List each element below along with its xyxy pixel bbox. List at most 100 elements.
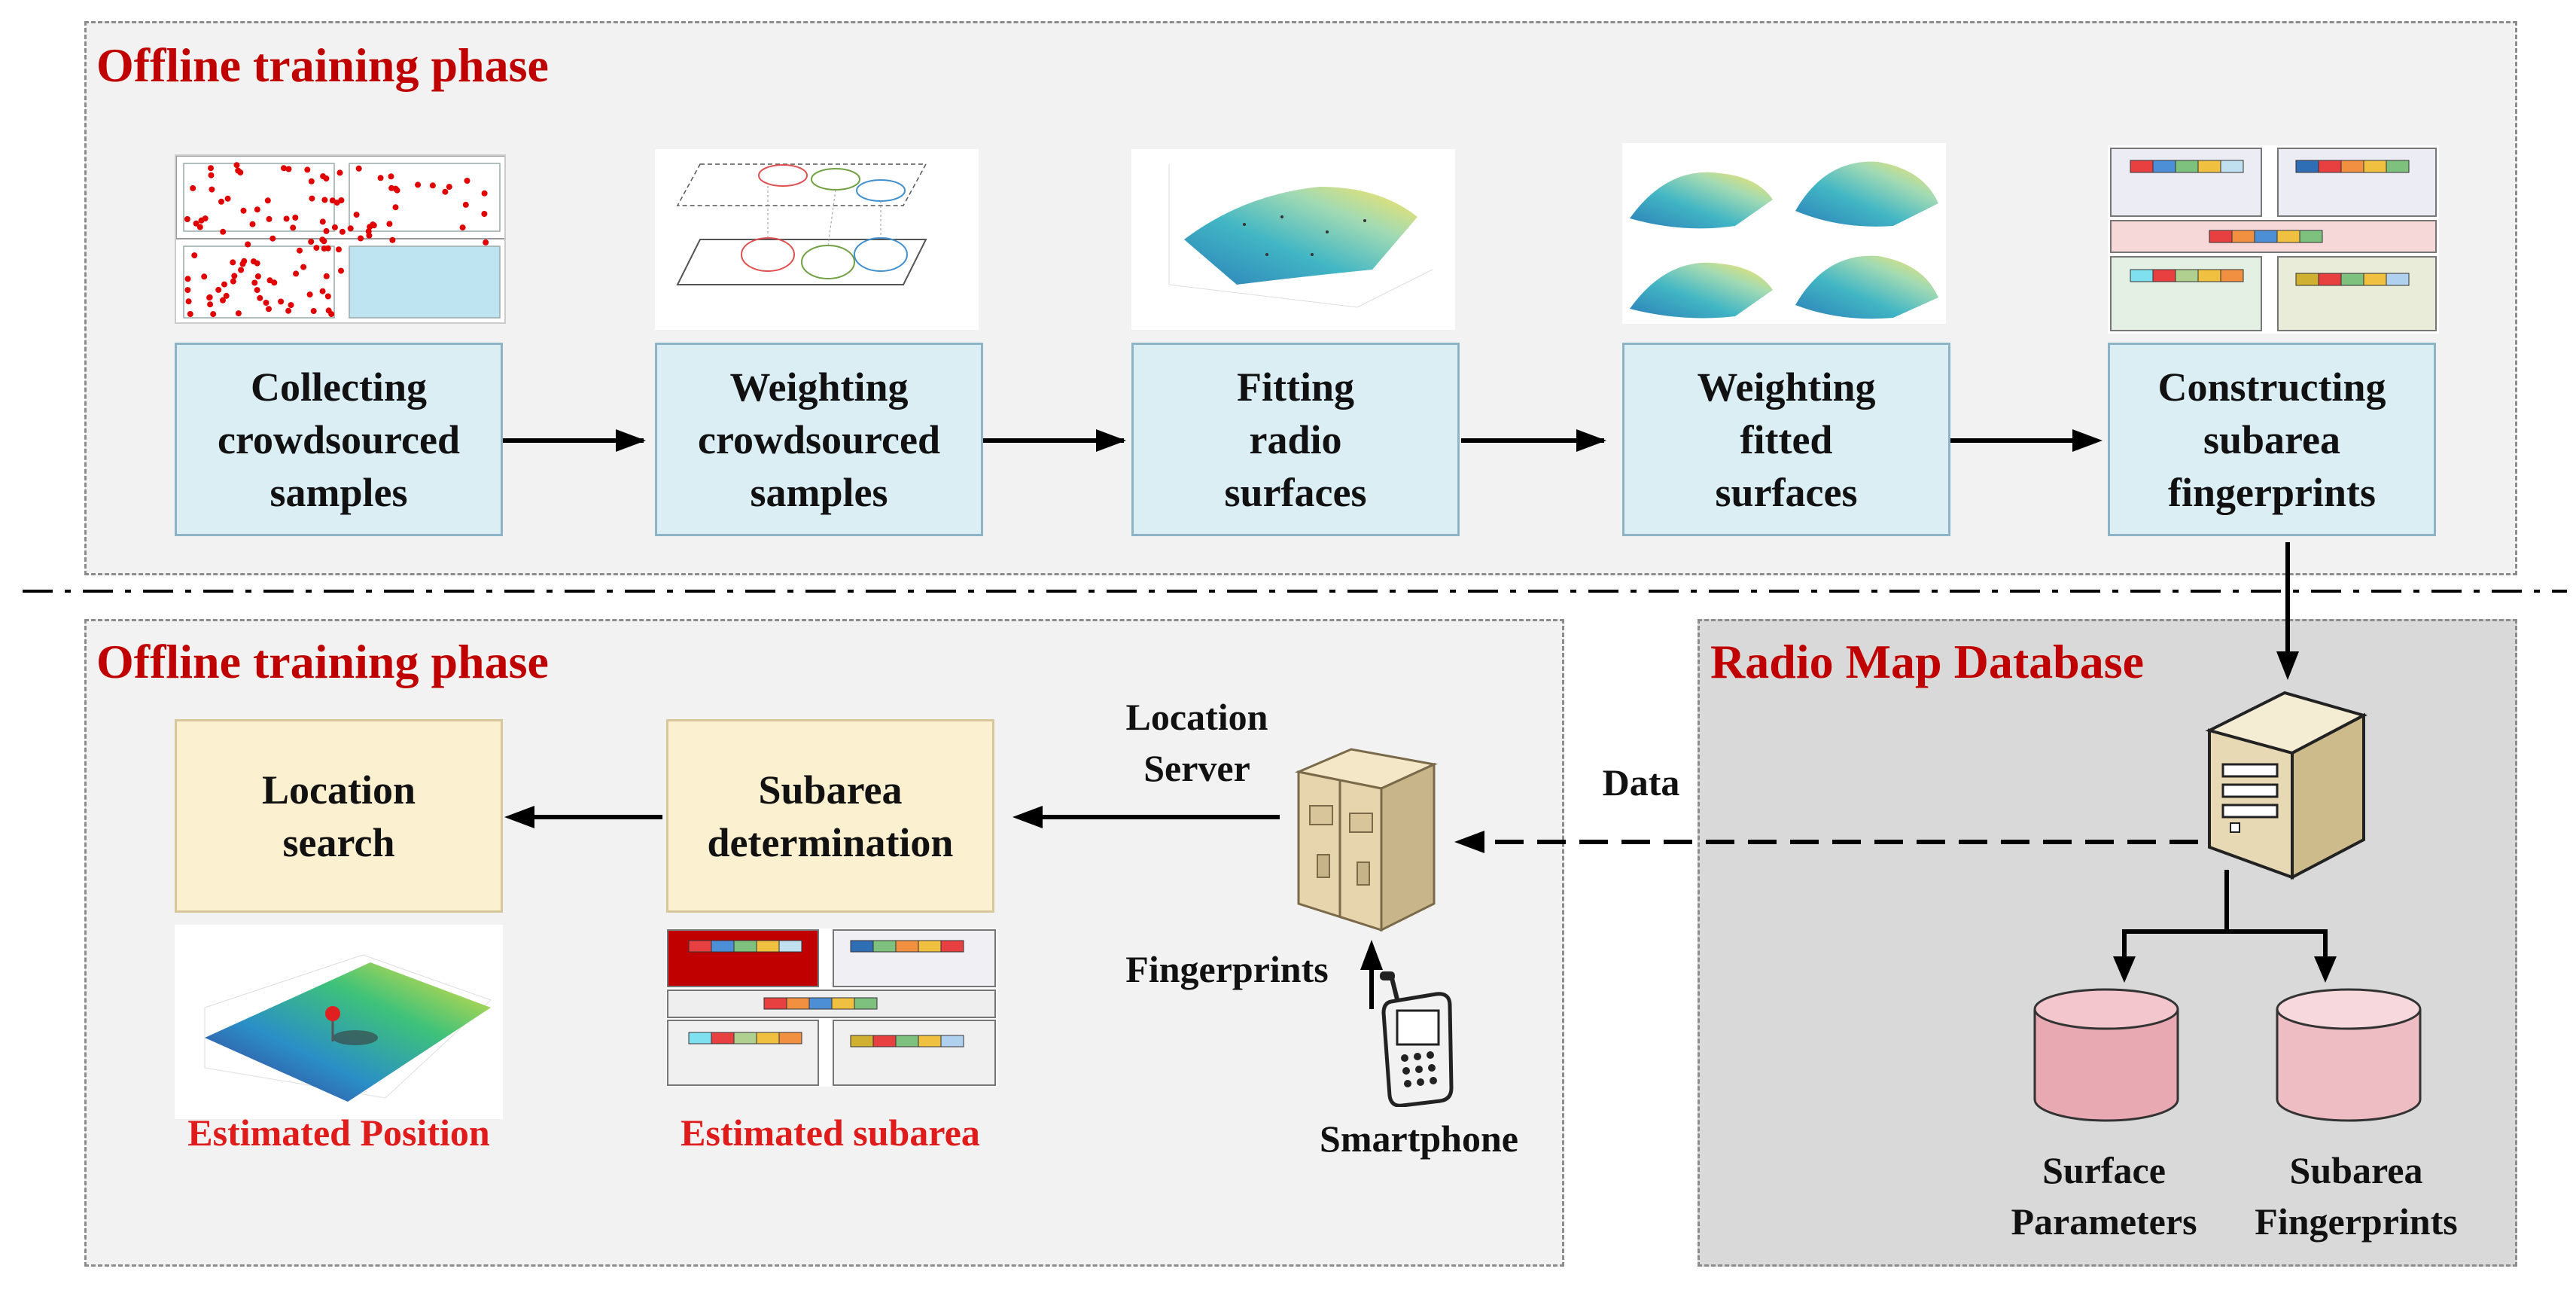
- sample-point: [442, 188, 449, 195]
- db-branch-right: [2227, 929, 2328, 971]
- sample-point: [339, 228, 346, 235]
- sample-point: [320, 173, 327, 180]
- step-4-line3: surfaces: [1715, 469, 1858, 515]
- sample-point: [257, 294, 263, 301]
- step-fitting-surfaces: Fitting radio surfaces: [1131, 343, 1460, 536]
- step-2-line3: samples: [750, 469, 888, 515]
- sample-point: [366, 232, 373, 239]
- surface-parameters-cylinder-icon: [2033, 988, 2179, 1122]
- sample-point: [266, 215, 273, 222]
- step-5-line2: subarea: [2203, 416, 2341, 462]
- sample-point: [190, 184, 196, 191]
- radio-surface-thumbnail: [1131, 149, 1455, 330]
- sample-point: [184, 216, 190, 222]
- step-constructing-fingerprints: Constructing subarea fingerprints: [2108, 343, 2436, 536]
- sample-point: [249, 221, 256, 227]
- step-weighting-samples: Weighting crowdsourced samples: [655, 343, 983, 536]
- sample-point: [201, 273, 208, 280]
- sample-point: [446, 184, 452, 191]
- offline-title: Offline training phase: [96, 38, 549, 92]
- sample-point: [370, 221, 376, 228]
- sample-point: [347, 225, 354, 232]
- sample-point: [392, 204, 399, 211]
- sample-point: [388, 184, 395, 191]
- step-2-line2: crowdsourced: [698, 416, 940, 462]
- database-title: Radio Map Database: [1710, 635, 2145, 688]
- step-3-line2: radio: [1249, 416, 1342, 462]
- sample-point: [245, 241, 251, 248]
- sample-point: [235, 167, 242, 174]
- sample-point: [209, 186, 215, 193]
- sample-point: [328, 311, 335, 318]
- step-3-line3: surfaces: [1224, 469, 1367, 515]
- step-collecting-samples: Collecting crowdsourced samples: [175, 343, 503, 536]
- subarea-fingerprint-thumbnail: [2108, 145, 2439, 334]
- sample-point: [324, 293, 331, 300]
- sample-point: [208, 172, 215, 178]
- weighted-surfaces-thumbnail: [1622, 143, 1946, 324]
- signal-space-thumbnail: [655, 149, 979, 330]
- sample-point: [196, 224, 203, 230]
- location-server-label: Location Server: [1095, 691, 1299, 794]
- sample-point: [185, 298, 192, 305]
- sample-point: [481, 211, 488, 217]
- step-1-line3: samples: [269, 469, 408, 515]
- sample-point: [323, 227, 330, 234]
- sample-point: [278, 298, 285, 305]
- step-2-line1: Weighting: [729, 364, 909, 410]
- sample-point: [230, 259, 236, 266]
- smartphone-label: Smartphone: [1320, 1118, 1518, 1160]
- step-1-line2: crowdsourced: [218, 416, 460, 462]
- location-search-box: Location search: [175, 719, 503, 913]
- location-server-line2: Server: [1143, 747, 1250, 789]
- surface-parameters-line1: Surface: [2042, 1149, 2166, 1191]
- sample-point: [231, 273, 238, 279]
- sample-point: [223, 292, 230, 299]
- sample-point: [292, 215, 299, 221]
- step-4-line1: Weighting: [1697, 364, 1876, 410]
- sample-point: [207, 301, 214, 308]
- sample-point: [394, 187, 400, 194]
- estimated-subarea-thumbnail: [666, 929, 997, 1087]
- sample-point: [293, 270, 300, 277]
- subarea-fingerprints-line2: Fingerprints: [2255, 1200, 2458, 1243]
- subarea-fingerprints-cylinder-icon: [2276, 988, 2422, 1122]
- estimated-subarea-caption: Estimated subarea: [681, 1112, 980, 1154]
- sample-point: [206, 294, 213, 301]
- sample-point: [462, 201, 469, 208]
- sample-point: [308, 178, 315, 184]
- sample-point: [355, 165, 362, 172]
- sample-point: [297, 247, 303, 254]
- sample-point: [187, 311, 193, 317]
- sample-point: [333, 200, 340, 206]
- sample-point: [184, 287, 191, 294]
- sample-point: [285, 307, 292, 314]
- step-3-line1: Fitting: [1237, 364, 1354, 410]
- estimated-position-caption: Estimated Position: [187, 1112, 490, 1154]
- subarea-determination-line1: Subarea: [758, 767, 903, 813]
- sample-point: [218, 198, 224, 205]
- sample-point: [304, 166, 311, 173]
- sample-point: [388, 173, 394, 180]
- sample-point: [269, 235, 276, 242]
- sample-point: [251, 279, 258, 286]
- database-panel: [1698, 619, 2517, 1267]
- sample-point: [254, 206, 260, 213]
- sample-point: [389, 236, 396, 243]
- sample-point: [210, 311, 217, 318]
- sample-point: [319, 288, 326, 294]
- crowdsourced-floorplan-thumbnail: [175, 154, 506, 324]
- sample-point: [281, 165, 287, 172]
- location-search-line2: search: [282, 819, 395, 865]
- sample-point: [329, 197, 336, 204]
- sample-point: [264, 197, 271, 204]
- sample-point: [415, 181, 422, 188]
- sample-point: [481, 190, 488, 197]
- sample-point: [321, 197, 328, 203]
- sample-point: [238, 267, 245, 273]
- data-label: Data: [1602, 761, 1680, 804]
- sample-point: [313, 245, 320, 252]
- sample-point: [336, 169, 343, 176]
